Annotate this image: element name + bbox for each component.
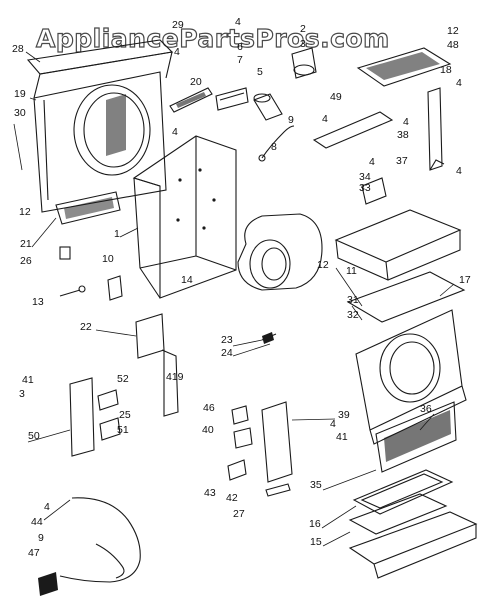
callout-4: 4 <box>369 156 375 168</box>
callout-12: 12 <box>19 206 31 218</box>
screw-part[interactable] <box>59 285 86 297</box>
switch-block-part[interactable] <box>215 87 249 111</box>
callout-1: 1 <box>114 228 120 240</box>
callout-26: 26 <box>20 255 32 267</box>
callout-5: 5 <box>257 66 263 78</box>
callout-44: 44 <box>31 516 43 528</box>
callout-35: 35 <box>310 479 322 491</box>
callout-49: 49 <box>330 91 342 103</box>
callout-9: 9 <box>38 532 44 544</box>
callout-28: 28 <box>12 43 24 55</box>
capacitor-part[interactable] <box>253 93 283 121</box>
callout-12: 12 <box>447 25 459 37</box>
callout-46: 46 <box>203 402 215 414</box>
wire-harness-part[interactable] <box>258 125 295 162</box>
callout-41: 41 <box>336 431 348 443</box>
callout-39: 39 <box>338 409 350 421</box>
callout-30: 30 <box>14 107 26 119</box>
callout-32: 32 <box>347 309 359 321</box>
callout-4: 4 <box>456 77 462 89</box>
base-pan-part[interactable] <box>334 209 462 281</box>
rail-part[interactable] <box>312 111 394 149</box>
callout-16: 16 <box>309 518 321 530</box>
chassis-part[interactable] <box>132 135 237 299</box>
relay-panel-part[interactable] <box>227 401 293 497</box>
callout-11: 11 <box>346 265 357 277</box>
callout-4: 4 <box>330 418 336 430</box>
callout-4: 4 <box>44 501 50 513</box>
callout-25: 25 <box>119 409 131 421</box>
callout-42: 42 <box>226 492 238 504</box>
callout-48: 48 <box>447 39 459 51</box>
callout-23: 23 <box>221 334 233 346</box>
rear-panel-part[interactable] <box>355 309 467 445</box>
callout-4: 4 <box>322 113 328 125</box>
callout-38: 38 <box>397 129 409 141</box>
callout-4: 4 <box>403 116 409 128</box>
clip-part[interactable] <box>361 177 387 205</box>
leader-lines <box>13 51 455 547</box>
callout-17: 17 <box>459 274 471 286</box>
callout-3: 3 <box>300 38 306 50</box>
callout-27: 27 <box>233 508 245 520</box>
callout-50: 50 <box>28 430 40 442</box>
control-panel-part[interactable]: 419 <box>135 313 184 417</box>
condenser-grille-part[interactable] <box>375 401 457 473</box>
callout-41: 41 <box>22 374 34 386</box>
callout-6: 6 <box>237 41 243 53</box>
callout-7: 7 <box>237 54 243 66</box>
callout-4: 4 <box>174 46 180 58</box>
drain-pan-part[interactable] <box>352 469 454 515</box>
filter-clip-part[interactable] <box>59 246 71 260</box>
callout-4: 4 <box>235 16 241 28</box>
front-cabinet-part[interactable] <box>26 39 174 225</box>
callout-8: 8 <box>271 141 277 153</box>
callout-29: 29 <box>172 19 184 31</box>
switch-plate-part[interactable] <box>69 377 121 457</box>
callout-18: 18 <box>440 64 452 76</box>
callout-2: 2 <box>300 23 306 35</box>
blower-housing-part[interactable] <box>237 213 323 291</box>
top-grille-part[interactable] <box>356 47 452 87</box>
callout-37: 37 <box>396 155 408 167</box>
callout-13: 13 <box>32 296 44 308</box>
callout-4: 4 <box>456 165 462 177</box>
callout-36: 36 <box>420 403 432 415</box>
callout-3: 3 <box>19 388 25 400</box>
callout-40: 40 <box>202 424 214 436</box>
callout-51: 51 <box>117 424 129 436</box>
callout-9: 9 <box>288 114 294 126</box>
bracket-part[interactable] <box>107 275 123 301</box>
callout-34: 34 <box>359 171 371 183</box>
watermark-text: AppliancePartsPros.com <box>36 24 390 53</box>
callout-22: 22 <box>80 321 92 333</box>
callout-31: 31 <box>347 294 359 306</box>
svg-text:419: 419 <box>166 371 184 383</box>
callout-15: 15 <box>310 536 322 548</box>
support-bracket-part[interactable] <box>427 87 445 171</box>
callout-47: 47 <box>28 547 40 559</box>
callout-20: 20 <box>190 76 202 88</box>
thermostat-bracket-part[interactable] <box>169 87 213 113</box>
callout-21: 21 <box>20 238 32 250</box>
callout-19: 19 <box>14 88 26 100</box>
motor-mount-part[interactable] <box>291 47 317 79</box>
callout-24: 24 <box>221 347 233 359</box>
callout-4: 4 <box>172 126 178 138</box>
fastener-part[interactable] <box>261 332 277 344</box>
callout-43: 43 <box>204 487 216 499</box>
callout-10: 10 <box>102 253 114 265</box>
callout-12: 12 <box>317 259 329 271</box>
power-cord-part[interactable] <box>38 497 141 596</box>
base-rail-part[interactable] <box>348 511 478 579</box>
insulation-part[interactable] <box>346 271 466 323</box>
callout-14: 14 <box>181 274 193 286</box>
callout-52: 52 <box>117 373 129 385</box>
pan-cover-part[interactable] <box>348 493 448 535</box>
callout-33: 33 <box>359 182 371 194</box>
